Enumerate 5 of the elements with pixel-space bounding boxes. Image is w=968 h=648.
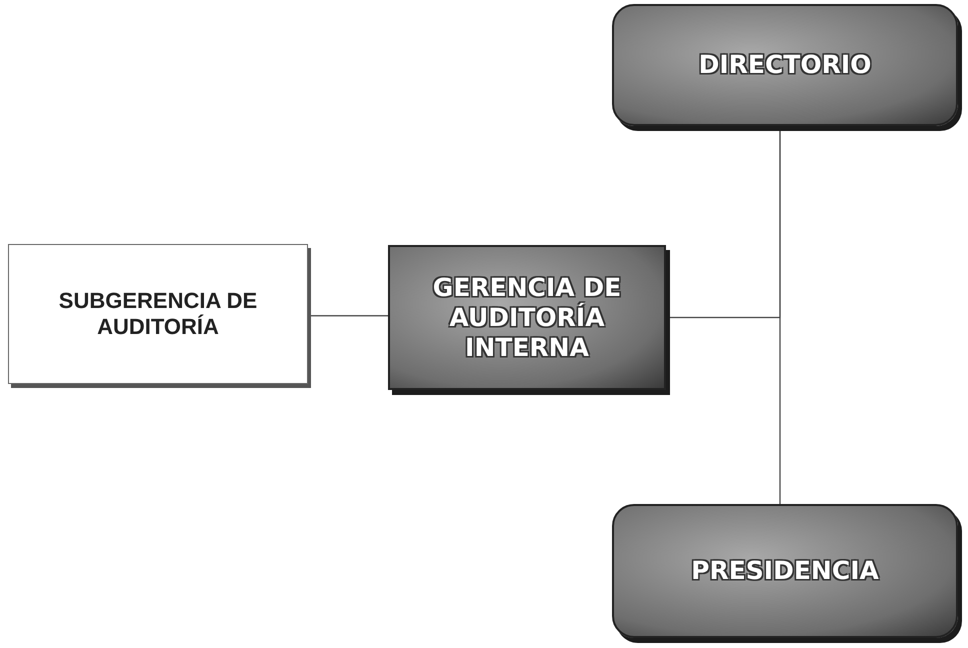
box-label: GERENCIA DE AUDITORÍA INTERNA [432,272,622,362]
box-label: SUBGERENCIA DE AUDITORÍA [58,288,258,340]
box-label: PRESIDENCIA [691,556,879,586]
connector-line [308,315,388,316]
box-label: DIRECTORIO [698,50,872,80]
